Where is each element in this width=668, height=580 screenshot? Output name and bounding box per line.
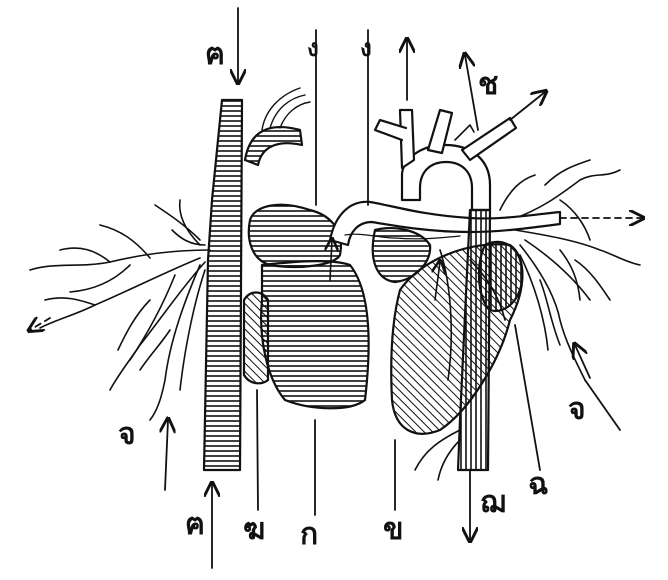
label-top-right: ช xyxy=(478,67,499,102)
label-bottom-4: ข xyxy=(383,512,404,547)
left-chamber-wall xyxy=(242,291,270,385)
label-bottom-2: ฆ xyxy=(243,512,266,547)
label-top-left: ฅ xyxy=(205,37,226,72)
carotid-artery xyxy=(426,108,454,155)
pulmonary-artery xyxy=(328,200,562,247)
label-bottom-1: ฅ xyxy=(185,507,206,542)
vena-cava xyxy=(202,98,244,472)
label-top-mid-2: ง xyxy=(360,33,372,62)
label-bottom-6: ฉ xyxy=(528,467,549,502)
label-leader-lines xyxy=(30,7,642,569)
label-bottom-3: ก xyxy=(300,517,319,552)
left-pulmonary-vessels xyxy=(29,199,211,421)
upper-arch-vessel xyxy=(243,126,304,167)
right-ventricle xyxy=(260,260,370,410)
label-bottom-5: ฌ xyxy=(480,485,506,520)
label-right-side: จ xyxy=(568,392,586,427)
label-top-mid-1: ง xyxy=(307,33,319,62)
right-pulmonary-vessels xyxy=(499,159,641,381)
label-left-side: จ xyxy=(118,417,136,452)
descending-aorta xyxy=(456,208,492,472)
right-atrium xyxy=(247,203,343,269)
subclavian-artery xyxy=(460,116,518,162)
